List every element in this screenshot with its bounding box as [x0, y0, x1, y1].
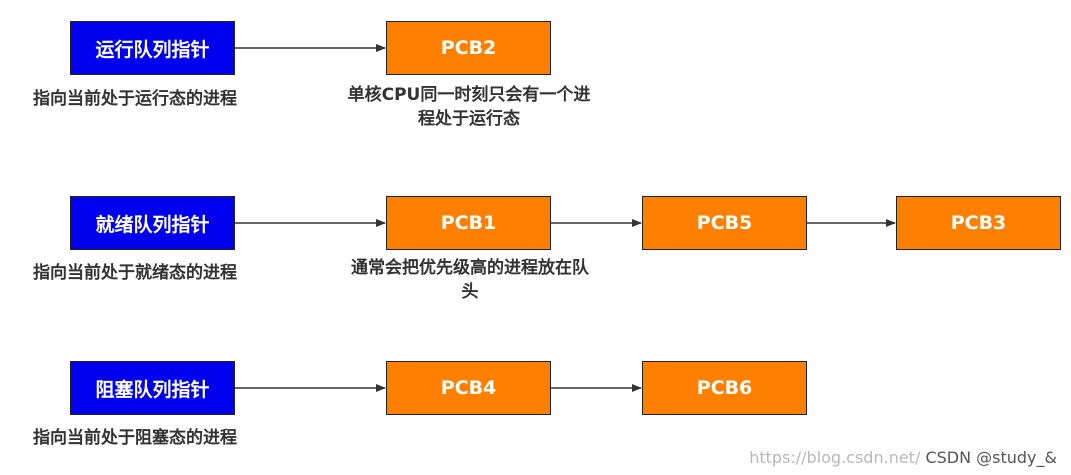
watermark: https://blog.csdn.net/ CSDN @study_&: [749, 448, 1057, 467]
ready-queue-pointer: 就绪队列指针: [70, 196, 235, 250]
pcb-node-pcb3: PCB3: [896, 196, 1061, 250]
pcb-node-pcb5: PCB5: [642, 196, 807, 250]
block-queue-pointer: 阻塞队列指针: [70, 361, 235, 415]
run-queue-description: 指向当前处于运行态的进程: [33, 89, 237, 109]
run-queue-pointer: 运行队列指针: [70, 21, 235, 75]
pcb-node-pcb1: PCB1: [386, 196, 551, 250]
watermark-strong: CSDN @study_&: [925, 448, 1057, 467]
pcb-node-pcb4: PCB4: [386, 361, 551, 415]
pcb-node-pcb6: PCB6: [642, 361, 807, 415]
ready-queue-note: 通常会把优先级高的进程放在队头: [351, 258, 589, 302]
pcb-node-pcb2: PCB2: [386, 21, 551, 75]
ready-queue-description: 指向当前处于就绪态的进程: [33, 263, 237, 283]
run-queue-note: 单核CPU同一时刻只会有一个进程处于运行态: [347, 85, 591, 129]
block-queue-description: 指向当前处于阻塞态的进程: [33, 428, 237, 448]
watermark-faint: https://blog.csdn.net/: [749, 448, 921, 467]
